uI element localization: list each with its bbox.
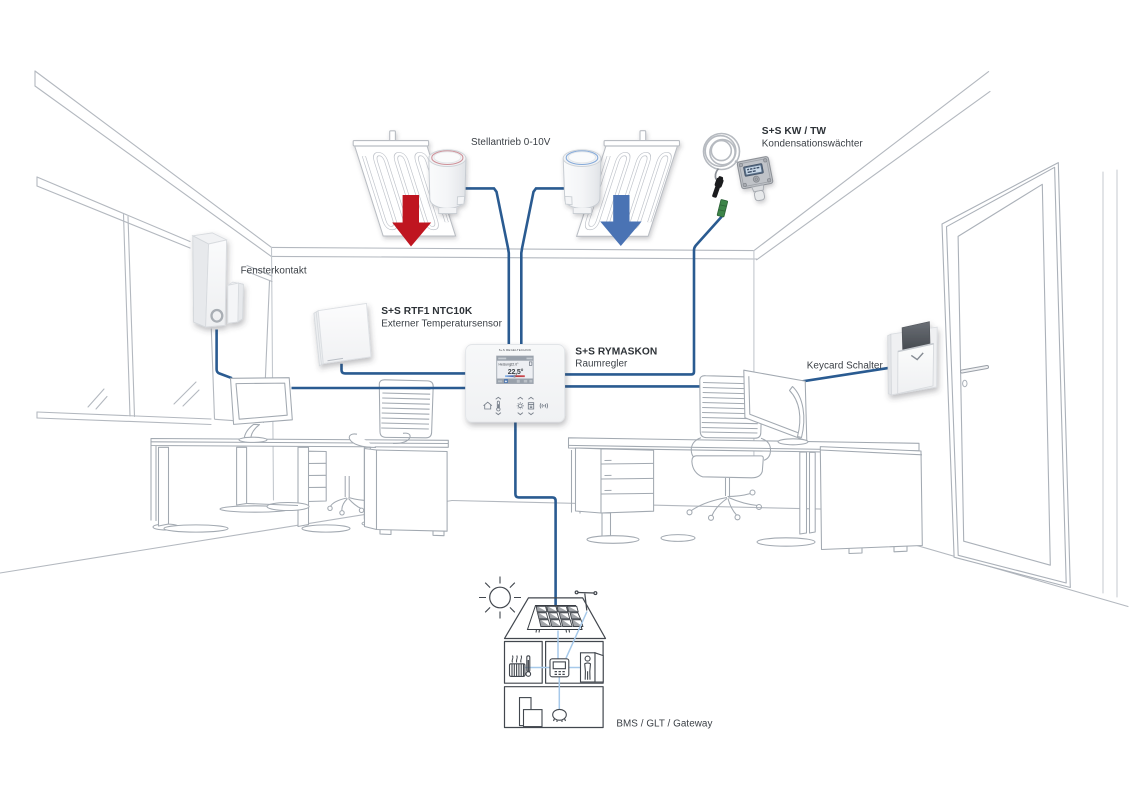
svg-text:BMS / GLT / Gateway: BMS / GLT / Gateway <box>616 719 712 730</box>
svg-text:Keycard Schalter: Keycard Schalter <box>807 360 884 371</box>
svg-text:22,5°: 22,5° <box>508 368 524 376</box>
svg-text:Raumregler: Raumregler <box>575 359 628 370</box>
svg-text:Externer Temperatursensor: Externer Temperatursensor <box>381 318 502 329</box>
svg-text:S+S REGELTECHNIK: S+S REGELTECHNIK <box>499 348 532 352</box>
svg-text:Kondensationswächter: Kondensationswächter <box>762 139 864 150</box>
svg-text:Stellantrieb 0-10V: Stellantrieb 0-10V <box>471 137 551 148</box>
svg-text:S+S RYMASKON: S+S RYMASKON <box>575 346 657 357</box>
svg-text:Fensterkontakt: Fensterkontakt <box>241 266 307 277</box>
svg-text:S+S KW / TW: S+S KW / TW <box>762 126 827 137</box>
svg-text:Heizung: Heizung <box>499 362 512 366</box>
svg-text:22.0°: 22.0° <box>511 362 520 366</box>
svg-text:S+S RTF1 NTC10K: S+S RTF1 NTC10K <box>381 306 473 317</box>
